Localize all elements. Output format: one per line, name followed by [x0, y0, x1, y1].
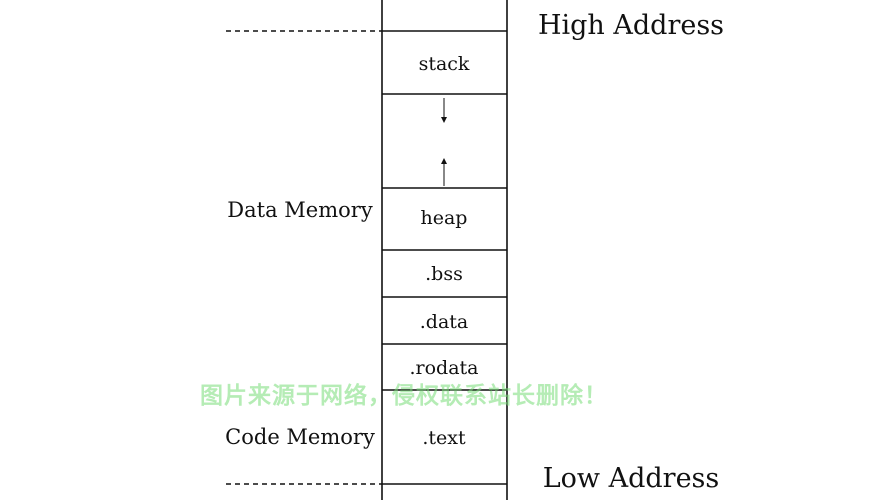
- segment-label-text: .text: [422, 427, 466, 449]
- segment-label-heap: heap: [421, 207, 468, 229]
- segment-label-rodata: .rodata: [409, 357, 478, 379]
- stack-growth-arrow: [441, 98, 447, 123]
- data-memory-label: Data Memory: [227, 198, 373, 222]
- watermark-text: 图片来源于网络，侵权联系站长删除！: [200, 383, 608, 409]
- segment-label-stack: stack: [419, 53, 470, 75]
- code-memory-label: Code Memory: [225, 425, 375, 449]
- low-address-label: Low Address: [543, 463, 720, 494]
- heap-growth-arrow: [441, 158, 447, 186]
- segment-label-bss: .bss: [425, 263, 463, 285]
- high-address-label: High Address: [538, 10, 724, 41]
- segment-label-data: .data: [420, 311, 469, 333]
